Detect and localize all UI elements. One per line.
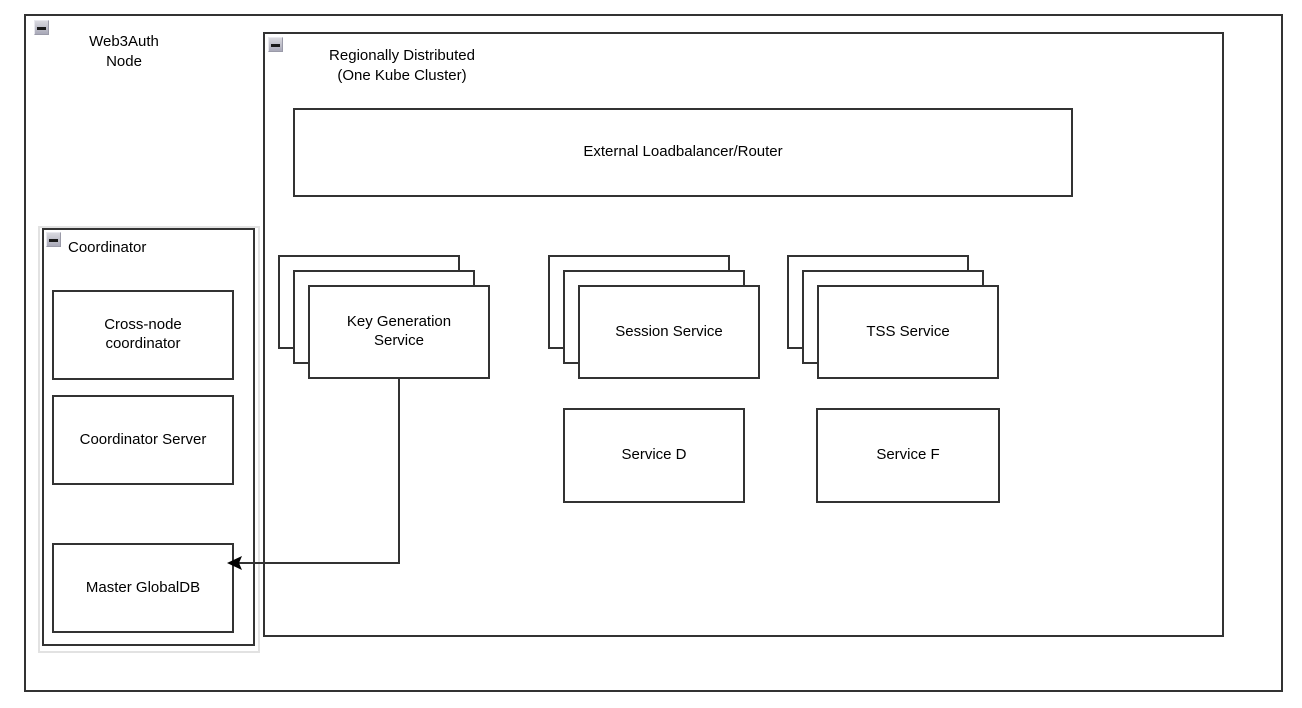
node-cross-node-coordinator[interactable]: Cross-node coordinator xyxy=(52,290,234,380)
collapse-minus-icon-coordinator[interactable] xyxy=(46,232,61,247)
replica-card-front[interactable]: Session Service xyxy=(578,285,760,379)
node-service-f[interactable]: Service F xyxy=(816,408,1000,503)
node-master-globaldb[interactable]: Master GlobalDB xyxy=(52,543,234,633)
node-coordinator-server[interactable]: Coordinator Server xyxy=(52,395,234,485)
node-external-loadbalancer-router[interactable]: External Loadbalancer/Router xyxy=(293,108,1073,197)
replica-card-front[interactable]: Key Generation Service xyxy=(308,285,490,379)
node-label: Master GlobalDB xyxy=(85,578,201,596)
group-label-regionally-distributed: Regionally Distributed (One Kube Cluster… xyxy=(329,47,475,84)
group-label-coordinator: Coordinator xyxy=(68,239,147,256)
node-label: Coordinator Server xyxy=(79,430,207,448)
collapse-minus-icon-web3auth-node[interactable] xyxy=(34,20,49,35)
node-label: Key Generation Service xyxy=(346,313,452,349)
node-label: TSS Service xyxy=(866,322,950,340)
group-label-web3auth-node: Web3Auth Node xyxy=(89,33,159,70)
replica-card-front[interactable]: TSS Service xyxy=(817,285,999,379)
node-label-external-loadbalancer-router: External Loadbalancer/Router xyxy=(583,143,783,161)
node-label: Cross-node coordinator xyxy=(104,316,182,352)
node-label: Session Service xyxy=(615,322,723,340)
node-label: Service D xyxy=(621,446,687,464)
node-service-d[interactable]: Service D xyxy=(563,408,745,503)
collapse-minus-icon-regionally-distributed[interactable] xyxy=(268,37,283,52)
node-label: Service F xyxy=(876,446,940,464)
